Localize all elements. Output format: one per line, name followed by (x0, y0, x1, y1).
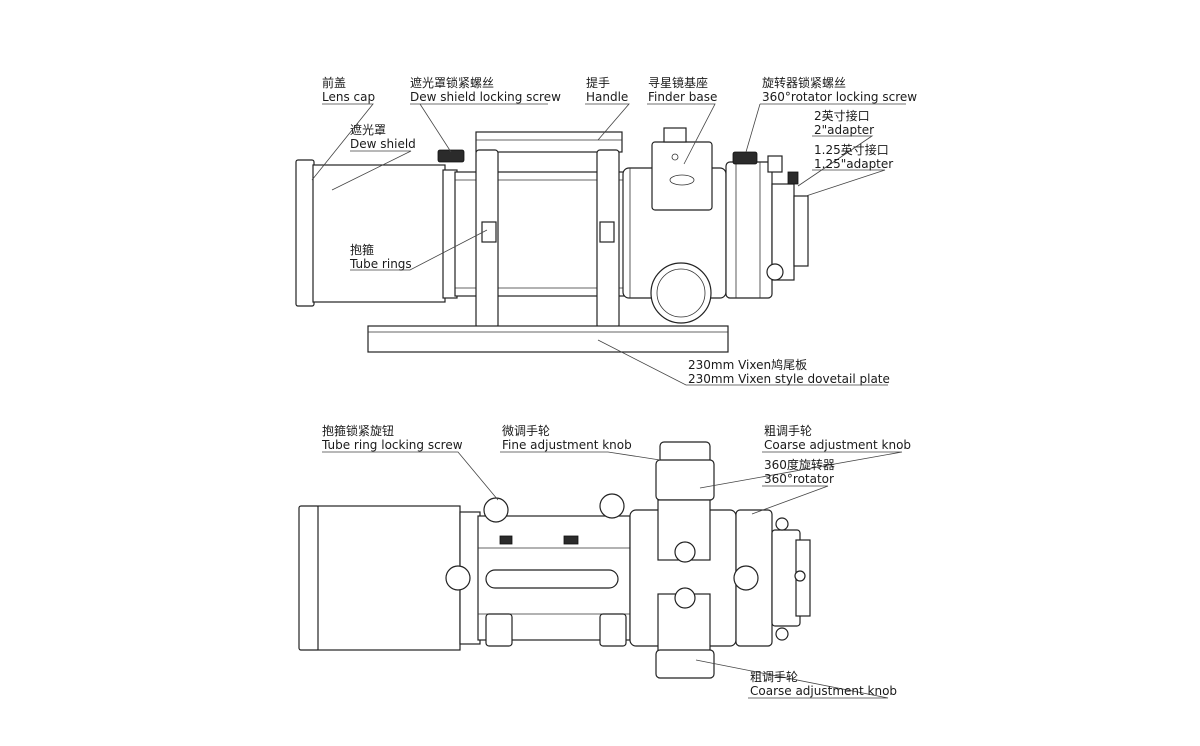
dew-shield-side-knob (445, 565, 471, 591)
dew-shield-shape (312, 164, 446, 303)
finder-base-shape (651, 141, 713, 211)
coarse-knob-bottom-shape (655, 649, 715, 679)
lens-cap-shape (295, 159, 315, 307)
handle-shape (475, 131, 623, 153)
dew-screw-knob (437, 149, 465, 163)
dovetail-plate-shape (367, 325, 729, 353)
adapter-125in-shape (793, 195, 809, 267)
bottom-telescope-drawing (298, 441, 811, 679)
top-coarse-knob (650, 262, 712, 324)
rotator-side-knob (733, 565, 759, 591)
bottom-leader-lines (322, 451, 903, 699)
bottom-lens-cap (298, 505, 320, 651)
bottom-ring-knob-left (483, 497, 509, 523)
dovetail-slot (485, 569, 619, 589)
rotator-shape (725, 161, 773, 299)
bottom-ring-knob-right (599, 493, 625, 519)
rotator-screw-knob (732, 151, 758, 165)
bottom-dew-shield (317, 505, 461, 651)
top-telescope-drawing (295, 127, 809, 353)
top-leader-lines (311, 103, 906, 386)
coarse-knob-top-shape (655, 459, 715, 501)
